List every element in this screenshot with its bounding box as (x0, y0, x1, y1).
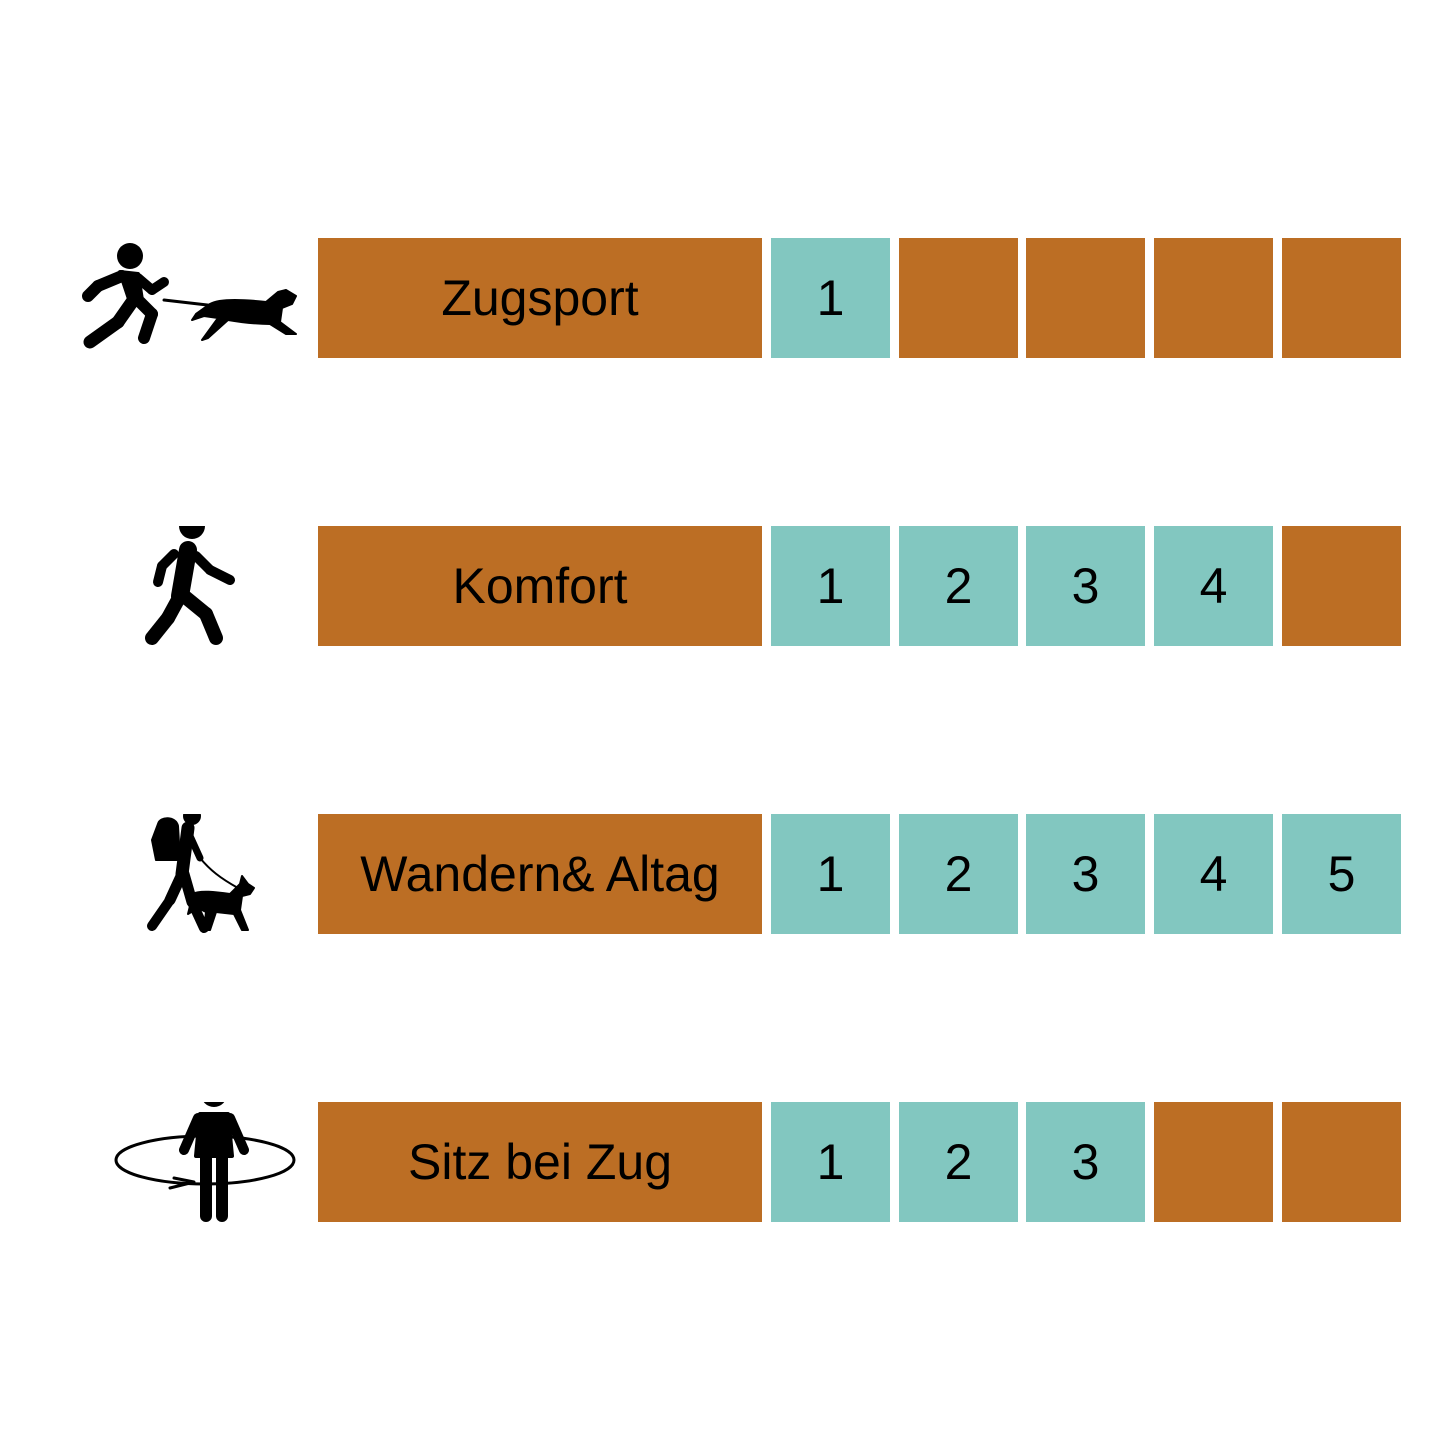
level-cell-active: 2 (899, 1102, 1018, 1222)
walking-person-icon (60, 526, 310, 646)
row-komfort: Komfort 1 2 3 4 (0, 526, 1445, 646)
hiker-with-dog-icon (60, 814, 310, 934)
level-cell-active: 5 (1282, 814, 1401, 934)
row-sitz-bei-zug: Sitz bei Zug 1 2 3 (0, 1102, 1445, 1222)
level-cell-inactive (1282, 1102, 1401, 1222)
row-label: Zugsport (318, 238, 762, 358)
level-cell-active: 1 (771, 526, 890, 646)
level-cell-active: 2 (899, 814, 1018, 934)
row-label: Wandern& Altag (318, 814, 762, 934)
row-wandern: Wandern& Altag 1 2 3 4 5 (0, 814, 1445, 934)
level-cell-active: 3 (1026, 526, 1145, 646)
level-cell-inactive (1026, 238, 1145, 358)
level-cell-inactive (1282, 238, 1401, 358)
person-rotating-icon (60, 1102, 310, 1222)
level-cell-active: 1 (771, 1102, 890, 1222)
level-cell-active: 1 (771, 238, 890, 358)
row-label: Sitz bei Zug (318, 1102, 762, 1222)
level-cell-active: 2 (899, 526, 1018, 646)
level-cell-active: 3 (1026, 1102, 1145, 1222)
level-cell-active: 1 (771, 814, 890, 934)
level-cell-active: 4 (1154, 814, 1273, 934)
level-cell-inactive (899, 238, 1018, 358)
level-cell-inactive (1154, 1102, 1273, 1222)
level-cell-inactive (1282, 526, 1401, 646)
level-cell-inactive (1154, 238, 1273, 358)
row-zugsport: Zugsport 1 (0, 238, 1445, 358)
level-cell-active: 3 (1026, 814, 1145, 934)
row-label: Komfort (318, 526, 762, 646)
level-cell-active: 4 (1154, 526, 1273, 646)
runner-with-dog-icon (60, 238, 310, 358)
